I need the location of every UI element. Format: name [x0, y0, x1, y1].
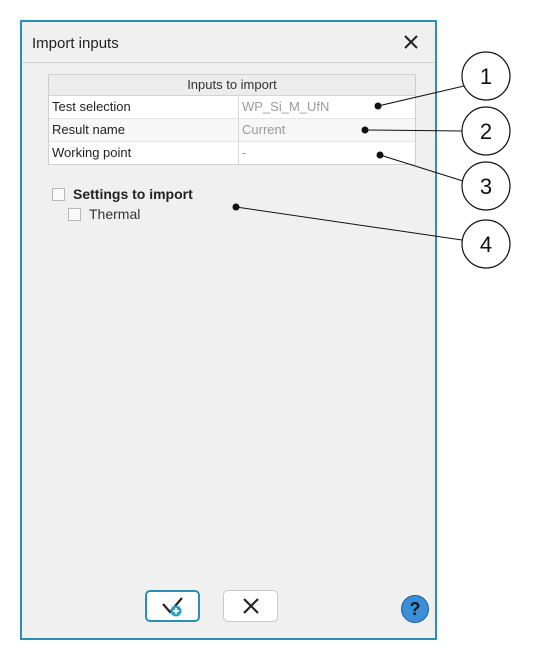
row-value-working-point[interactable]: -	[242, 145, 247, 160]
question-icon: ?	[401, 595, 429, 623]
check-add-icon	[161, 597, 183, 617]
inputs-table-header: Inputs to import	[49, 75, 415, 96]
callout-number-4: 4	[480, 232, 492, 257]
settings-to-import-checkbox[interactable]	[52, 187, 65, 201]
cancel-button[interactable]	[223, 590, 278, 622]
thermal-checkbox[interactable]	[68, 207, 81, 221]
close-icon	[242, 598, 259, 614]
row-label-working-point: Working point	[49, 142, 239, 164]
callout-number-1: 1	[480, 64, 492, 89]
settings-to-import-option[interactable]: Settings to import	[52, 184, 193, 204]
svg-text:?: ?	[410, 599, 421, 619]
settings-to-import-group: Settings to import Thermal	[52, 184, 193, 224]
table-row[interactable]: Test selection WP_Si_M_UfN	[49, 96, 415, 119]
callout-number-2: 2	[480, 119, 492, 144]
ok-button[interactable]	[145, 590, 200, 622]
row-label-result-name: Result name	[49, 119, 239, 141]
row-label-test-selection: Test selection	[49, 96, 239, 118]
close-button[interactable]	[399, 30, 423, 54]
dialog-title: Import inputs	[32, 35, 119, 52]
thermal-label: Thermal	[89, 206, 141, 222]
settings-to-import-label: Settings to import	[73, 186, 193, 202]
callout-number-3: 3	[480, 174, 492, 199]
table-row[interactable]: Result name Current	[49, 119, 415, 142]
close-icon	[404, 35, 418, 49]
row-value-result-name[interactable]: Current	[242, 122, 286, 137]
dialog-titlebar: Import inputs	[22, 22, 435, 63]
thermal-option[interactable]: Thermal	[68, 204, 193, 224]
table-row[interactable]: Working point -	[49, 142, 415, 164]
import-inputs-dialog: Import inputs Inputs to import Test sele…	[20, 20, 437, 640]
help-button[interactable]: ?	[400, 594, 430, 624]
inputs-table: Inputs to import Test selection WP_Si_M_…	[48, 74, 416, 165]
row-value-test-selection[interactable]: WP_Si_M_UfN	[242, 99, 330, 114]
